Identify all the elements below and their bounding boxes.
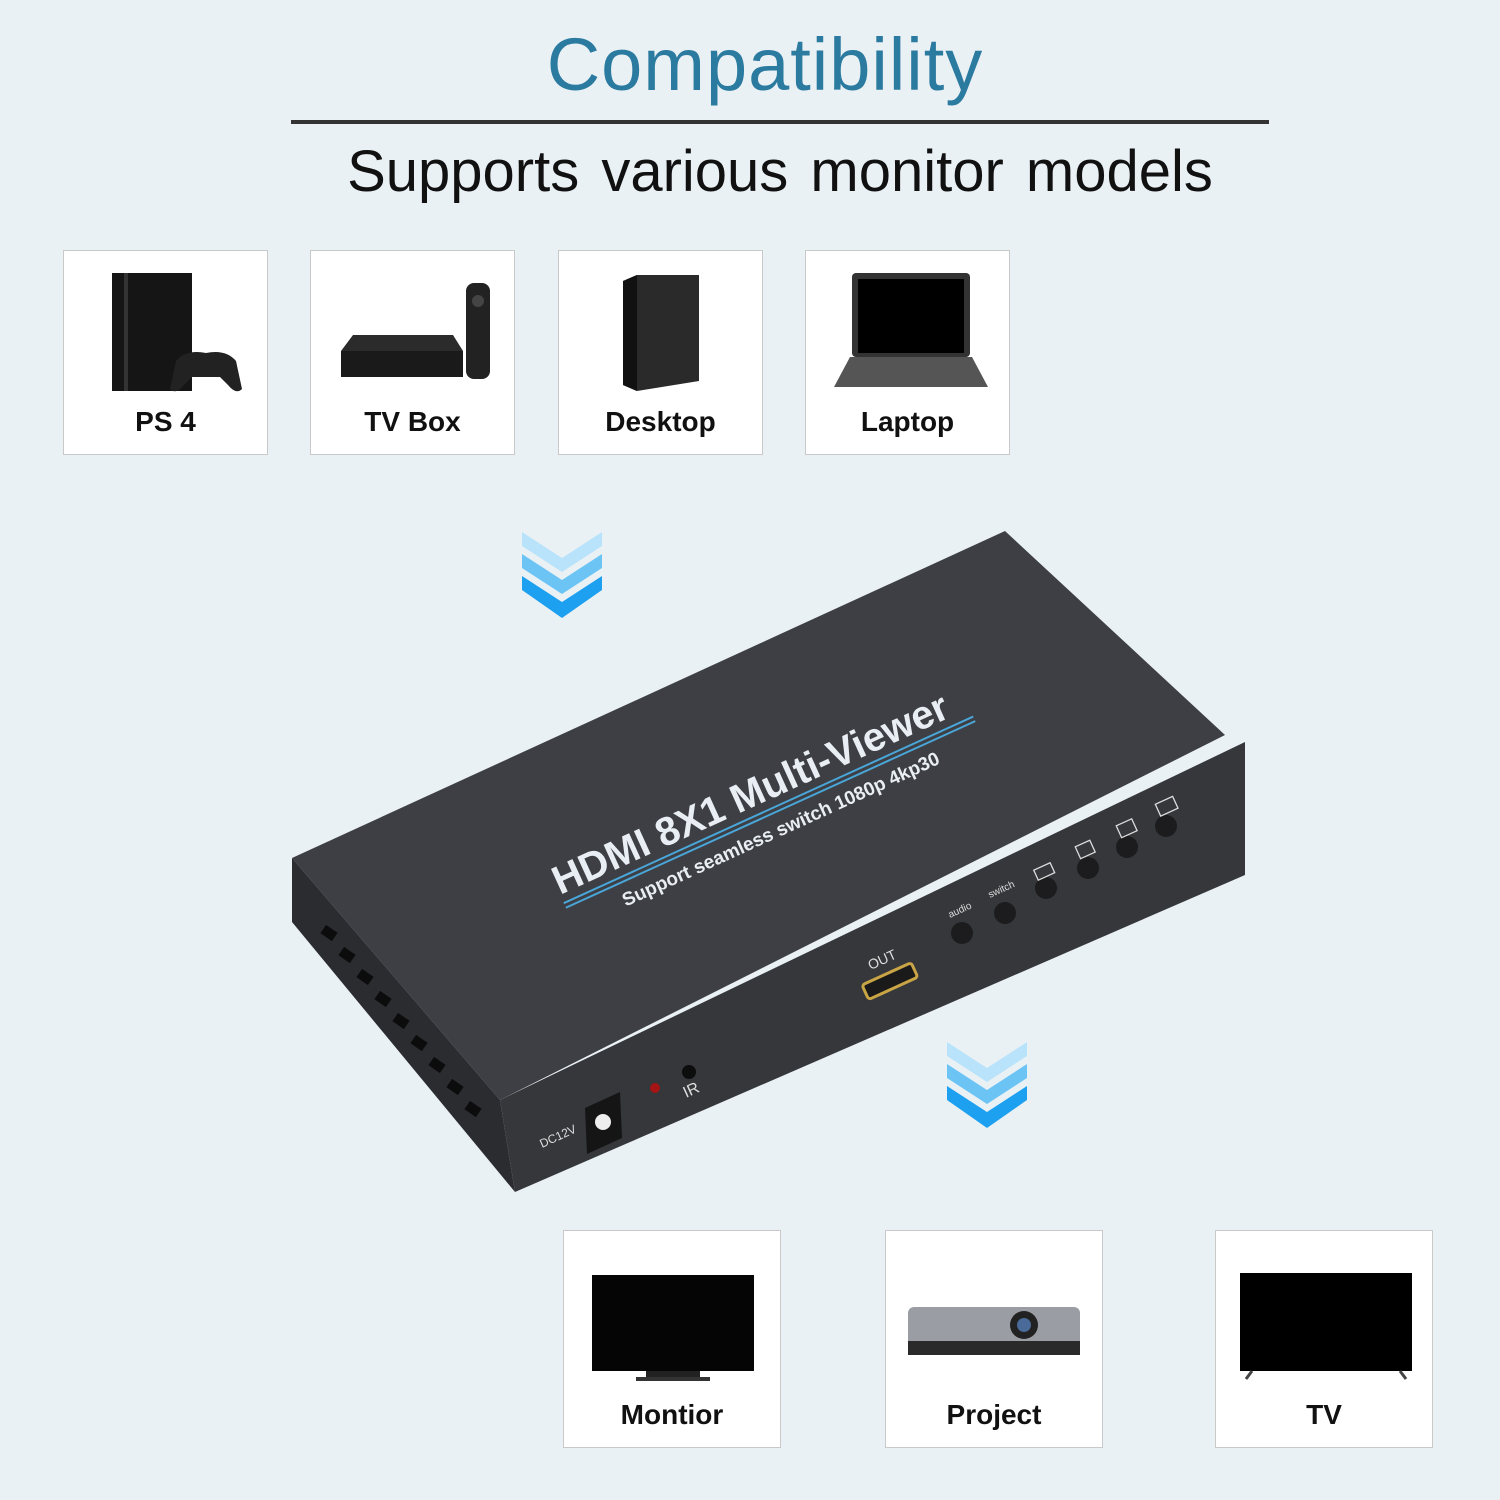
ir-port [682,1065,696,1079]
source-label: TV Box [364,406,461,437]
source-label: Desktop [605,406,716,437]
game-console-icon [112,273,242,392]
display-card-monitor: Montior [563,1230,781,1448]
eight-view-icon [1154,795,1179,817]
chevron-down-arrow-icon [522,532,602,618]
source-card-tv-box: TV Box [310,250,515,455]
laptop-icon [834,273,988,387]
audio-button [951,922,973,944]
page-title: Compatibility [546,23,984,106]
display-label: TV [1306,1399,1342,1430]
divider [291,120,1269,124]
six-view-icon [1115,817,1138,839]
chevron-down-arrow-icon [947,1042,1027,1128]
tv-icon [1240,1273,1412,1380]
tv-box-icon [341,283,490,379]
layout-button-1 [1035,877,1057,899]
projector-icon [908,1307,1080,1355]
source-card-ps4: PS 4 [63,250,268,455]
single-view-icon [1032,861,1056,882]
switch-button [994,902,1016,924]
source-card-laptop: Laptop [805,250,1010,455]
layout-button-4 [1077,857,1099,879]
layout-button-6 [1116,836,1138,858]
page-subtitle: Supports various monitor models [347,139,1213,204]
display-label: Project [946,1399,1042,1430]
display-card-tv: TV [1215,1230,1433,1448]
source-label: Laptop [860,406,955,437]
source-label: PS 4 [135,406,196,437]
display-label: Montior [620,1399,724,1430]
ir-label: IR [681,1080,703,1102]
quad-view-icon [1074,839,1097,860]
source-card-desktop: Desktop [558,250,763,455]
monitor-icon [592,1275,754,1381]
display-card-projector: Project [885,1230,1103,1448]
hdmi-out-port [861,962,919,1001]
power-led [650,1083,660,1093]
layout-button-8 [1155,815,1177,837]
desktop-tower-icon [623,275,699,391]
